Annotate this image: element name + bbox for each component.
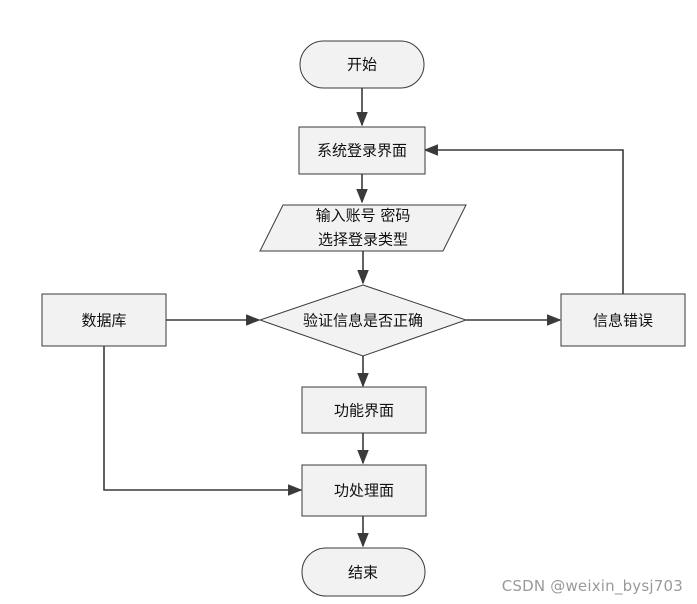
start-label: 开始 [347,56,377,74]
node-end: 结束 [301,547,426,597]
function-shape [301,386,427,434]
error-shape [560,293,686,347]
node-verify: 验证信息是否正确 [258,284,468,357]
input-label-line2: 选择登录类型 [318,231,408,249]
node-login: 系统登录界面 [298,126,426,175]
node-input: 输入账号 密码 选择登录类型 [259,204,467,252]
login-label: 系统登录界面 [317,142,407,160]
start-terminal-shape [299,40,425,89]
node-start: 开始 [299,40,425,89]
verify-label: 验证信息是否正确 [303,312,423,330]
database-label: 数据库 [81,312,126,330]
error-label: 信息错误 [593,312,653,330]
process-shape [301,464,427,517]
watermark: CSDN @weixin_bysj703 [501,577,683,595]
input-data-shape [259,204,467,252]
input-label-line1: 输入账号 密码 [316,207,411,225]
node-process: 功处理面 [301,464,427,517]
login-process-shape [298,126,426,175]
node-database: 数据库 [41,293,167,347]
process-label: 功处理面 [334,482,394,500]
verify-decision-shape [258,284,468,357]
edge-database-to-process [103,346,303,496]
node-error: 信息错误 [560,293,686,347]
end-terminal-shape [301,547,426,597]
edge-error-to-login [423,144,624,294]
node-function: 功能界面 [301,386,427,434]
end-label: 结束 [348,564,378,582]
database-shape [41,293,167,347]
function-label: 功能界面 [334,402,394,420]
